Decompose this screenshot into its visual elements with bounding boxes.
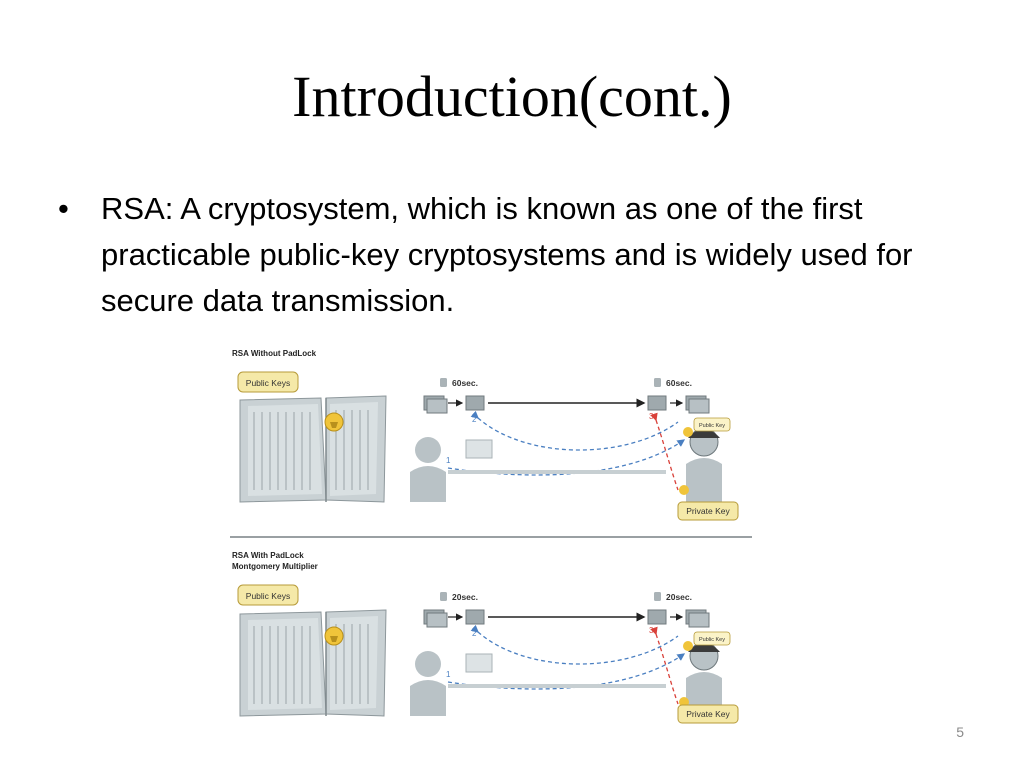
public-key-icon — [683, 427, 693, 437]
monitor-icon — [465, 439, 493, 459]
chip-stack-left-icon — [423, 395, 448, 414]
lock-chip-right-icon — [647, 609, 667, 625]
panel-without-padlock: RSA Without PadLock Public Keys — [232, 349, 739, 521]
public-keys-bubble — [237, 371, 299, 393]
svg-text:20sec.: 20sec. — [666, 592, 692, 602]
step-3-label: 3 — [649, 412, 654, 421]
key-exchange-arrow-upper — [470, 410, 679, 451]
timer-right: 60sec. — [654, 378, 692, 388]
rsa-diagram: RSA Without PadLock Public Keys — [226, 340, 756, 725]
panel-title-line2: Montgomery Multiplier — [232, 562, 318, 571]
monitor-icon — [465, 653, 493, 673]
lock-chip-right-icon — [647, 395, 667, 411]
rsa-diagram-svg: RSA Without PadLock Public Keys — [230, 349, 752, 724]
sender-person-icon — [410, 437, 446, 502]
private-key-icon — [679, 485, 689, 495]
private-key-arrow — [650, 412, 679, 491]
chip-stack-right-icon — [685, 395, 710, 414]
lock-chip-left-icon — [465, 395, 485, 411]
public-keys-label: Public Keys — [246, 591, 290, 601]
private-key-tag: Private Key — [677, 697, 739, 724]
key-exchange-arrow-upper — [470, 624, 679, 665]
public-keys-label: Public Keys — [246, 378, 290, 388]
bullet-text: RSA: A cryptosystem, which is known as o… — [101, 191, 913, 318]
step-1-label: 1 — [446, 670, 451, 679]
timer-left: 60sec. — [440, 378, 478, 388]
step-2-label: 2 — [472, 415, 477, 424]
public-key-tag: Public Key — [683, 417, 731, 437]
receiver-person-icon — [686, 427, 722, 502]
bullet-marker: • — [58, 191, 69, 226]
slide-title: Introduction(cont.) — [292, 64, 732, 129]
private-key-label: Private Key — [686, 506, 730, 516]
step-1-label: 1 — [446, 456, 451, 465]
public-key-icon — [683, 641, 693, 651]
step-3-label: 3 — [649, 626, 654, 635]
book-icon — [239, 609, 387, 717]
svg-text:60sec.: 60sec. — [666, 378, 692, 388]
private-key-label: Private Key — [686, 709, 730, 719]
timer-left: 20sec. — [440, 592, 478, 602]
public-key-tag: Public Key — [683, 631, 731, 651]
svg-text:60sec.: 60sec. — [452, 378, 478, 388]
chip-stack-right-icon — [685, 609, 710, 628]
panel-title: RSA Without PadLock — [232, 349, 317, 358]
private-key-arrow — [650, 626, 679, 705]
book-icon — [239, 395, 387, 503]
sender-person-icon — [410, 651, 446, 716]
public-key-label: Public Key — [699, 423, 725, 429]
chip-stack-left-icon — [423, 609, 448, 628]
panel-title-line1: RSA With PadLock — [232, 551, 304, 560]
svg-text:20sec.: 20sec. — [452, 592, 478, 602]
public-keys-bubble — [237, 584, 299, 606]
private-key-tag: Private Key — [677, 485, 739, 521]
public-key-label: Public Key — [699, 637, 725, 643]
panel-with-padlock: RSA With PadLock Montgomery Multiplier P… — [232, 551, 739, 724]
step-2-label: 2 — [472, 629, 477, 638]
page-number: 5 — [956, 724, 964, 740]
timer-right: 20sec. — [654, 592, 692, 602]
lock-chip-left-icon — [465, 609, 485, 625]
